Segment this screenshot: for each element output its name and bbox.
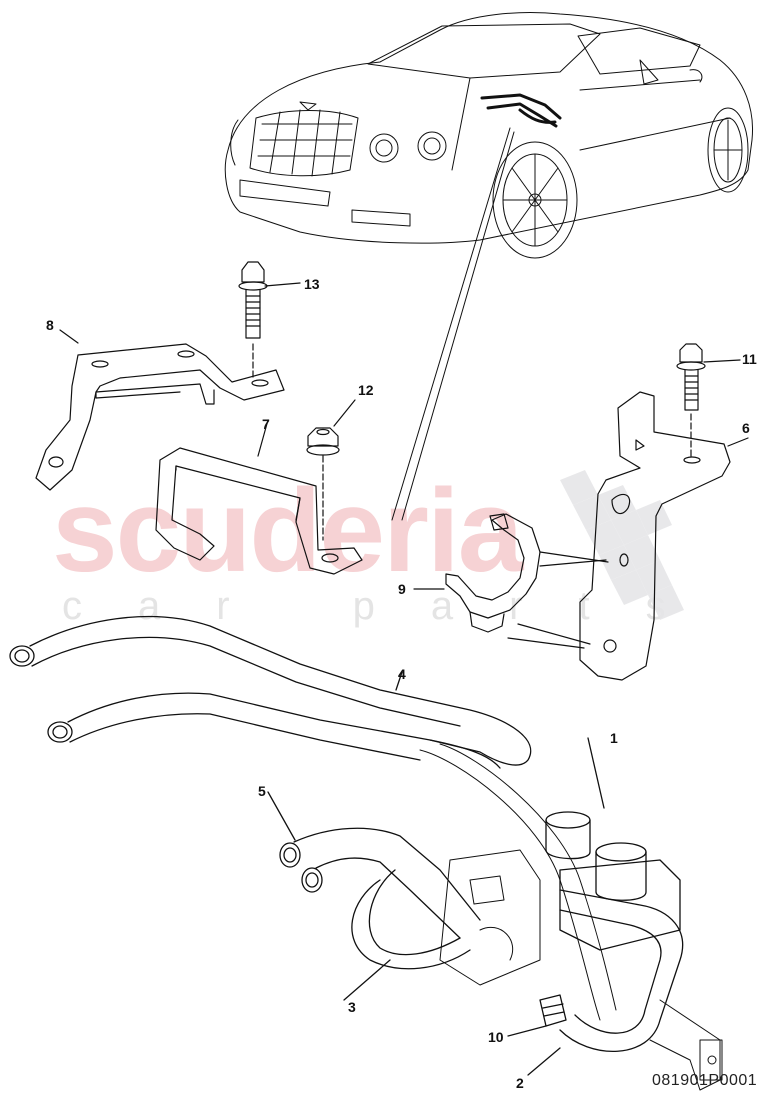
watermark-scuderia: scuderia	[52, 465, 523, 597]
callout-5: 5	[258, 783, 266, 799]
hose-3	[343, 869, 471, 1001]
nut-12	[306, 399, 356, 541]
bracket-8	[35, 329, 285, 491]
hose-clamp-10	[507, 994, 567, 1037]
callout-3: 3	[348, 999, 356, 1015]
clip-9	[413, 513, 609, 649]
valve-body-detail	[419, 743, 723, 1091]
bracket-7	[155, 419, 363, 575]
checkered-flag-watermark	[560, 470, 684, 620]
callout-10: 10	[488, 1029, 504, 1045]
watermark-car-parts: car parts	[62, 584, 722, 628]
callout-4: 4	[398, 666, 406, 682]
document-id: 081901P0001	[652, 1072, 758, 1089]
callout-11: 11	[742, 351, 757, 367]
callout-7: 7	[262, 416, 270, 432]
callout-6: 6	[742, 420, 750, 436]
callout-13: 13	[304, 276, 320, 292]
callout-2: 2	[516, 1075, 524, 1091]
hoses-4	[9, 615, 532, 769]
bracket-6	[579, 391, 749, 681]
bolt-11	[676, 343, 741, 457]
car-illustration	[224, 12, 754, 259]
callout-8: 8	[46, 317, 54, 333]
callout-9: 9	[398, 581, 406, 597]
bolt-13	[238, 261, 301, 381]
callout-1: 1	[610, 730, 618, 746]
hoses-5	[267, 791, 481, 939]
hose-2	[527, 889, 684, 1076]
car-hose-highlight	[480, 93, 562, 128]
valve-1	[545, 737, 681, 951]
callout-12: 12	[358, 382, 374, 398]
